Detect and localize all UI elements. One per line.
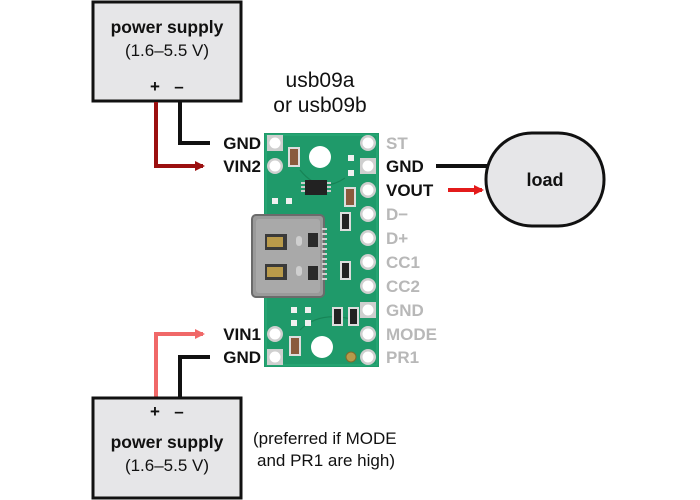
left-pin-holes	[267, 135, 283, 365]
load: load	[484, 131, 606, 228]
bottom-supply-range: (1.6–5.5 V)	[125, 456, 209, 475]
vin2-wire	[154, 102, 205, 171]
top-gnd-wire	[178, 102, 210, 145]
top-supply-box	[91, 0, 243, 103]
mounting-hole-bottom	[311, 336, 333, 358]
top-supply-title: power supply	[111, 17, 224, 37]
bottom-gnd-wire	[178, 355, 210, 398]
pin-label-cc2: CC2	[386, 277, 420, 296]
pin-label-right-gnd: GND	[386, 157, 424, 176]
pin-label-vout: VOUT	[386, 181, 434, 200]
pin-label-pr1: PR1	[386, 348, 419, 367]
vin1-wire	[154, 329, 205, 398]
capacitor	[289, 336, 301, 356]
pin-label-d-plus: D+	[386, 229, 408, 248]
pin-label-vin2: VIN2	[223, 157, 261, 176]
load-label: load	[526, 170, 563, 190]
resistor	[340, 212, 351, 231]
right-pin-holes	[360, 135, 376, 365]
pin-label-left-gnd-top: GND	[223, 134, 261, 153]
bottom-supply-plus: +	[150, 402, 160, 421]
resistor	[348, 307, 359, 326]
resistor	[332, 307, 343, 326]
preferred-note-line1: (preferred if MODE	[253, 429, 397, 448]
top-supply-range: (1.6–5.5 V)	[125, 41, 209, 60]
board-name-line2: or usb09b	[273, 94, 366, 117]
capacitor	[288, 147, 300, 167]
top-power-supply: power supply (1.6–5.5 V) + –	[91, 0, 243, 103]
pin-label-d-minus: D−	[386, 205, 408, 224]
usb-c-connector	[251, 214, 327, 298]
usb09-board	[251, 133, 379, 367]
bottom-supply-box	[91, 396, 243, 500]
mounting-hole-top	[309, 146, 331, 168]
preferred-note-line2: and PR1 are high)	[257, 451, 395, 470]
load-shape	[484, 131, 606, 228]
pin-label-left-gnd-bottom: GND	[223, 348, 261, 367]
resistor	[340, 261, 351, 280]
pin-label-cc1: CC1	[386, 253, 420, 272]
pin-label-vin1: VIN1	[223, 325, 261, 344]
pin-label-right-gnd-2: GND	[386, 301, 424, 320]
regulator-chip	[301, 180, 331, 195]
top-supply-plus: +	[150, 77, 160, 96]
pin-label-mode: MODE	[386, 325, 437, 344]
pin-label-st: ST	[386, 134, 408, 153]
bottom-supply-title: power supply	[111, 432, 224, 452]
bottom-supply-minus: –	[174, 402, 183, 421]
bottom-power-supply: + – power supply (1.6–5.5 V)	[91, 396, 243, 500]
top-supply-minus: –	[174, 77, 183, 96]
board-name-line1: usb09a	[286, 69, 355, 92]
capacitor	[344, 187, 356, 207]
